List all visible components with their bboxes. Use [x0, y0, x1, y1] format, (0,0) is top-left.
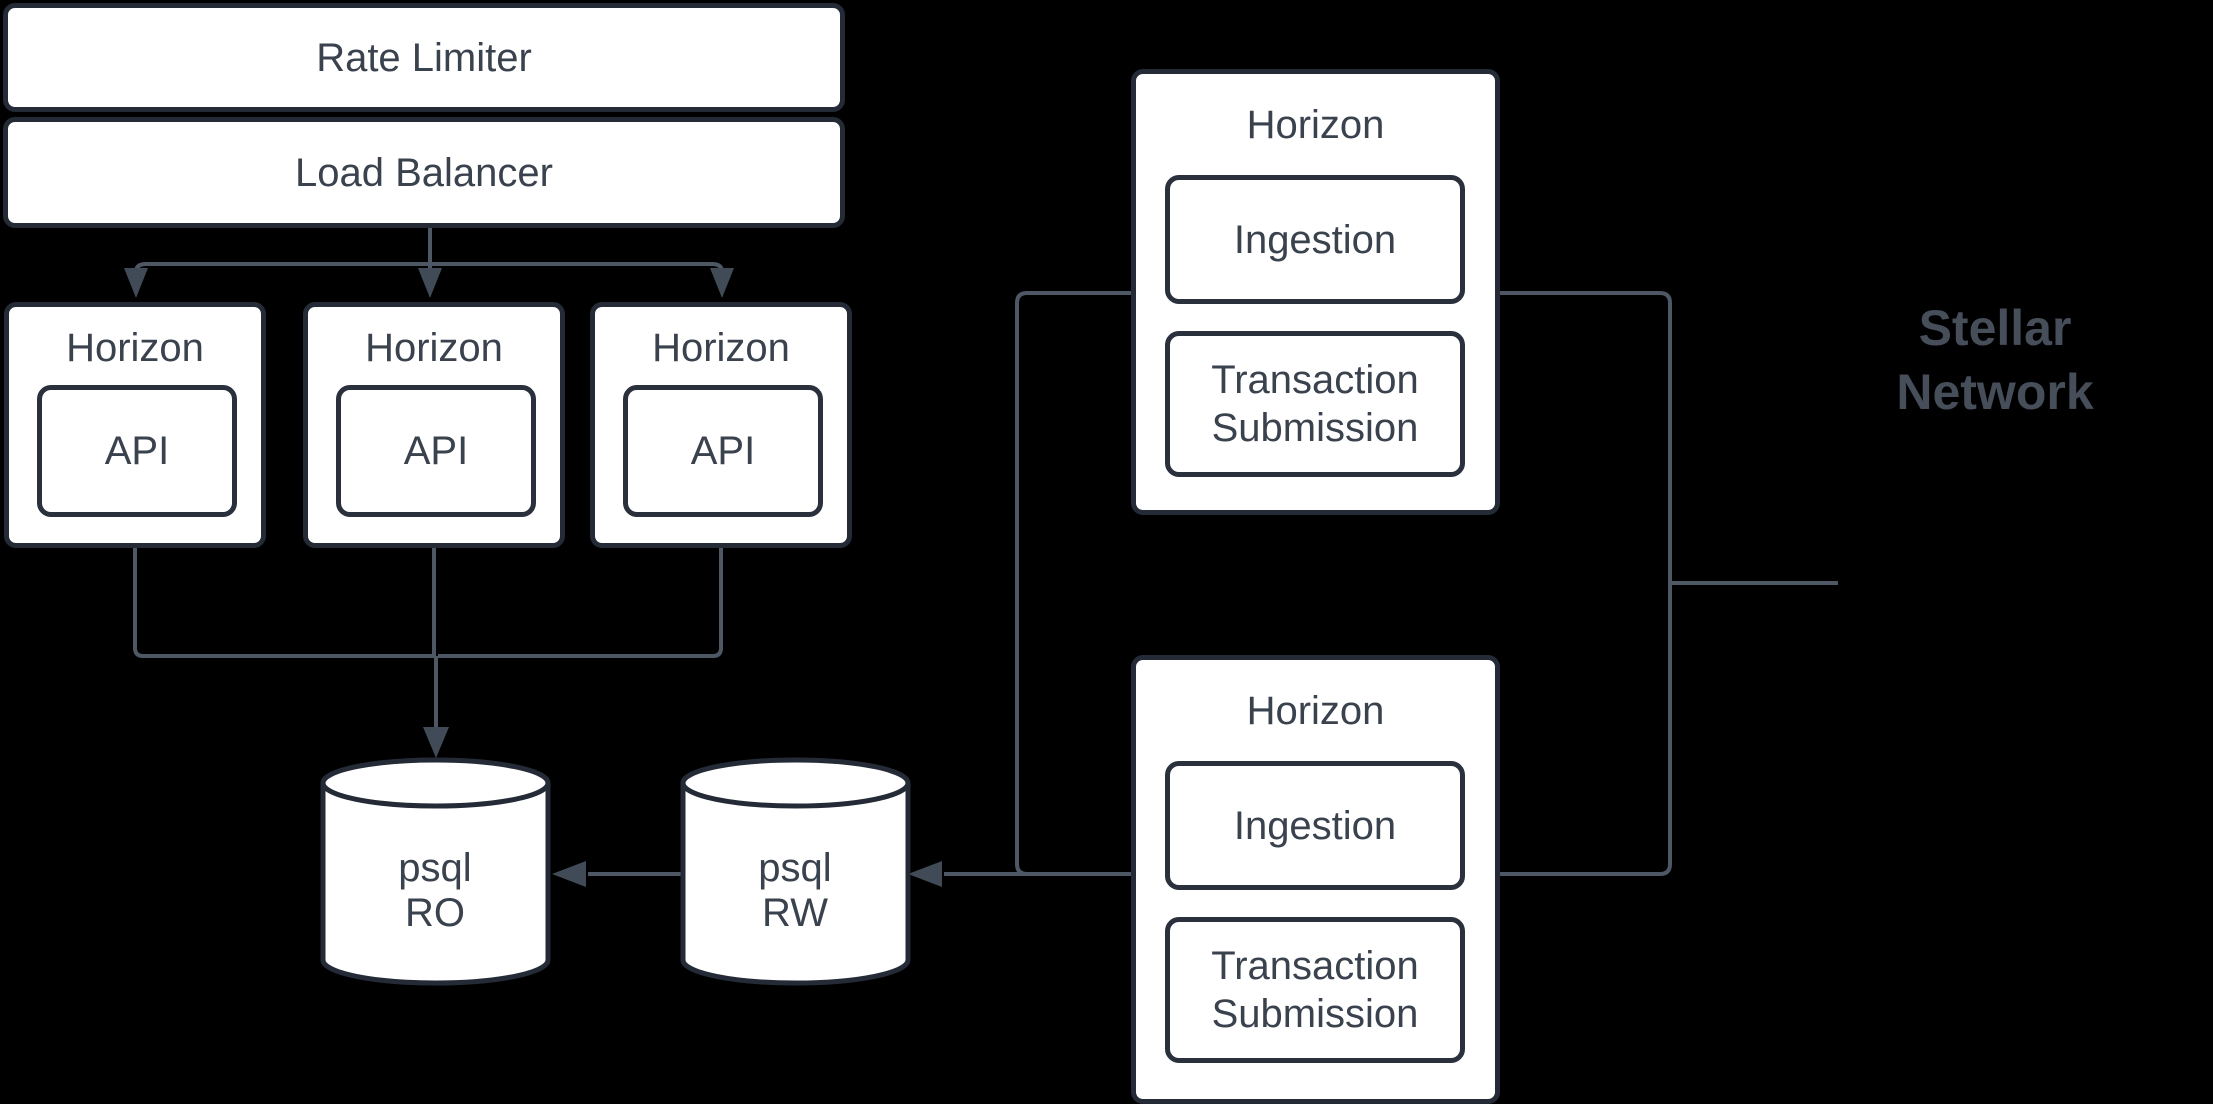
- horizon-ingestion-title-1: Horizon: [1246, 103, 1385, 147]
- psql-rw-label: psql RW: [695, 846, 895, 936]
- load-balancer-label: Load Balancer: [295, 150, 553, 195]
- api-label-3: API: [690, 429, 756, 473]
- edge-api3-merge: [438, 548, 723, 658]
- arrowhead-to-horizon3: [710, 268, 734, 298]
- arrowhead-to-horizon2: [418, 268, 442, 298]
- load-balancer-node: Load Balancer: [3, 117, 845, 228]
- edge-topbox-left-connector: [1015, 291, 1131, 876]
- transaction-label-2a: Transaction: [1211, 944, 1419, 988]
- api-label-2: API: [403, 429, 469, 473]
- edge-bottombox-right-connector: [1500, 583, 1672, 876]
- transaction-label-1b: Submission: [1211, 406, 1419, 450]
- ingestion-box-2: Ingestion: [1165, 761, 1465, 890]
- api-label-1: API: [104, 429, 170, 473]
- psql-ro-label: psql RO: [335, 846, 535, 936]
- horizon-api-node-3: Horizon API: [590, 302, 852, 548]
- psql-rw-label-line1: psql: [758, 846, 832, 890]
- transaction-submission-box-2: Transaction Submission: [1165, 917, 1465, 1063]
- transaction-label-2b: Submission: [1211, 992, 1419, 1036]
- api-box-1: API: [37, 385, 237, 517]
- edge-api1-merge: [133, 548, 434, 658]
- stellar-network-line1: Stellar: [1918, 300, 2072, 356]
- rate-limiter-node: Rate Limiter: [3, 3, 845, 112]
- horizon-ingestion-title-2: Horizon: [1246, 689, 1385, 733]
- horizon-ingestion-node-1: Horizon Ingestion Transaction Submission: [1131, 69, 1500, 515]
- api-box-2: API: [336, 385, 536, 517]
- transaction-submission-box-1: Transaction Submission: [1165, 331, 1465, 477]
- arrowhead-to-horizon1: [124, 268, 148, 298]
- arrowhead-to-psql-rw-side: [908, 861, 942, 887]
- edge-topbox-right-connector: [1500, 291, 1672, 583]
- psql-rw-cylinder: [680, 783, 911, 986]
- horizon-api-node-1: Horizon API: [4, 302, 266, 548]
- ingestion-label-2: Ingestion: [1233, 803, 1397, 848]
- psql-rw-label-line2: RW: [762, 891, 828, 935]
- horizon-ingestion-node-2: Horizon Ingestion Transaction Submission: [1131, 655, 1500, 1104]
- ingestion-label-1: Ingestion: [1233, 217, 1397, 262]
- horizon-api-title-3: Horizon: [652, 326, 790, 370]
- transaction-label-1a: Transaction: [1211, 358, 1419, 402]
- horizon-api-title-2: Horizon: [365, 326, 503, 370]
- psql-ro-label-line2: RO: [405, 891, 465, 935]
- rate-limiter-label: Rate Limiter: [316, 35, 532, 80]
- ingestion-box-1: Ingestion: [1165, 175, 1465, 304]
- stellar-network-label: Stellar Network: [1840, 296, 2150, 424]
- psql-rw-cylinder-top: [680, 757, 911, 809]
- psql-ro-label-line1: psql: [398, 846, 472, 890]
- api-box-3: API: [623, 385, 823, 517]
- horizon-api-title-1: Horizon: [66, 326, 204, 370]
- arrowhead-to-psql-ro-top: [423, 727, 449, 758]
- psql-ro-cylinder: [320, 783, 551, 986]
- horizon-api-node-2: Horizon API: [303, 302, 565, 548]
- psql-ro-cylinder-top: [320, 757, 551, 809]
- arrowhead-to-psql-ro-side: [552, 861, 586, 887]
- edge-loadbalancer-spread: [134, 262, 724, 273]
- stellar-network-line2: Network: [1896, 364, 2094, 420]
